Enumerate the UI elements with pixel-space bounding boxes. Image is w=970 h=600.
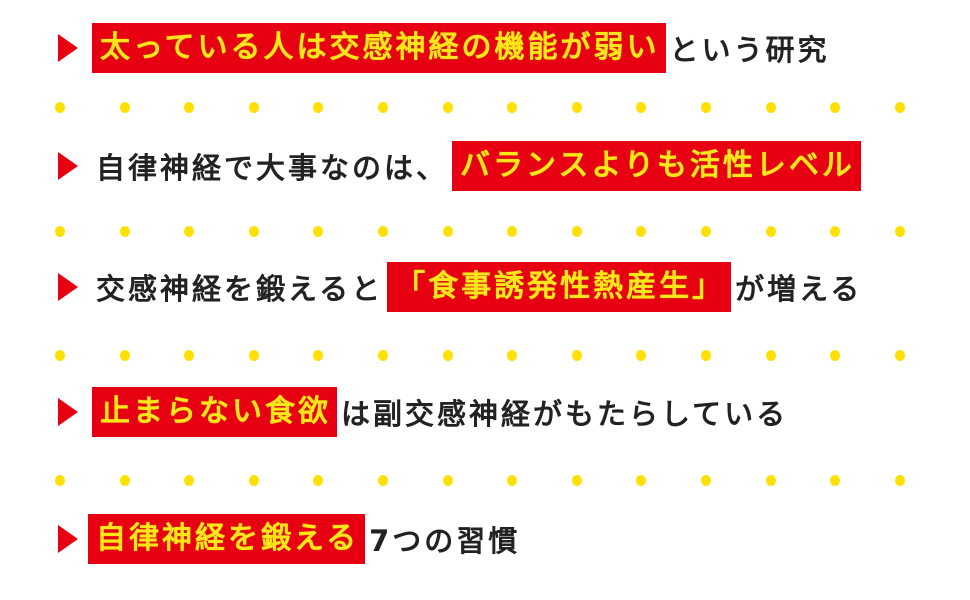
dot-icon [119,226,130,237]
dot-icon [248,475,259,486]
dot-divider-3 [55,350,905,362]
triangle-right-icon [58,34,78,62]
dot-icon [701,226,712,237]
dot-icon [55,226,65,237]
dot-icon [119,475,130,486]
bullet-2-text-before: 自律神経で大事なのは、 [96,151,449,185]
bullet-3: 交感神経を鍛えると 「食事誘発性熱産生」 が増える [58,261,866,313]
dot-icon [184,226,195,237]
dot-icon [701,350,712,361]
dot-icon [636,350,647,361]
bullet-2: 自律神経で大事なのは、 バランスよりも活性レベル [58,140,861,192]
dot-icon [119,102,130,113]
dot-icon [442,102,453,113]
dot-icon [313,350,324,361]
dot-icon [313,102,324,113]
dot-icon [894,226,905,237]
bullet-1-text-after: という研究 [669,33,830,67]
dot-icon [378,102,389,113]
bullet-4-highlight: 止まらない食欲 [92,387,337,437]
dot-divider-1 [55,102,905,114]
dot-icon [442,475,453,486]
dot-icon [765,350,776,361]
bullet-5-highlight: 自律神経を鍛える [88,514,366,564]
dot-icon [55,350,65,361]
dot-divider-4 [55,475,905,487]
dot-icon [636,475,647,486]
dot-icon [636,226,647,237]
dot-icon [894,102,905,113]
bullet-1-highlight: 太っている人は交感神経の機能が弱い [92,23,666,73]
dot-icon [184,102,195,113]
dot-icon [55,475,65,486]
dot-divider-2 [55,226,905,238]
dot-icon [119,350,130,361]
bullet-5-text-after: 7つの習慣 [369,524,521,558]
dot-icon [442,226,453,237]
bullet-5: 自律神経を鍛える 7つの習慣 [58,513,524,565]
dot-icon [571,102,582,113]
bullet-3-highlight: 「食事誘発性熱産生」 [387,262,732,312]
bullet-1: 太っている人は交感神経の機能が弱い という研究 [58,22,834,74]
dot-icon [378,226,389,237]
dot-icon [571,475,582,486]
dot-icon [765,102,776,113]
dot-icon [636,102,647,113]
dot-icon [184,350,195,361]
dot-icon [507,226,518,237]
dot-icon [313,475,324,486]
dot-icon [571,226,582,237]
bullet-2-highlight: バランスよりも活性レベル [452,141,861,191]
dot-icon [507,102,518,113]
dot-icon [378,475,389,486]
dot-icon [507,475,518,486]
bullet-3-text-after: が増える [735,272,863,306]
triangle-right-icon [58,273,78,301]
dot-icon [248,350,259,361]
dot-icon [894,350,905,361]
dot-icon [507,350,518,361]
dot-icon [248,226,259,237]
dot-icon [313,226,324,237]
dot-icon [894,475,905,486]
bullet-3-text-before: 交感神経を鍛えると [96,272,384,306]
bullet-4-text-after: は副交感神経がもたらしている [341,397,789,431]
dot-icon [701,102,712,113]
triangle-right-icon [58,398,78,426]
dot-icon [830,350,841,361]
dot-icon [830,102,841,113]
dot-icon [830,226,841,237]
dot-icon [184,475,195,486]
dot-icon [442,350,453,361]
triangle-right-icon [58,152,78,180]
dot-icon [55,102,65,113]
dot-icon [248,102,259,113]
dot-icon [765,226,776,237]
dot-icon [571,350,582,361]
bullet-4: 止まらない食欲 は副交感神経がもたらしている [58,386,792,438]
triangle-right-icon [58,525,78,553]
dot-icon [830,475,841,486]
dot-icon [378,350,389,361]
dot-icon [765,475,776,486]
dot-icon [701,475,712,486]
